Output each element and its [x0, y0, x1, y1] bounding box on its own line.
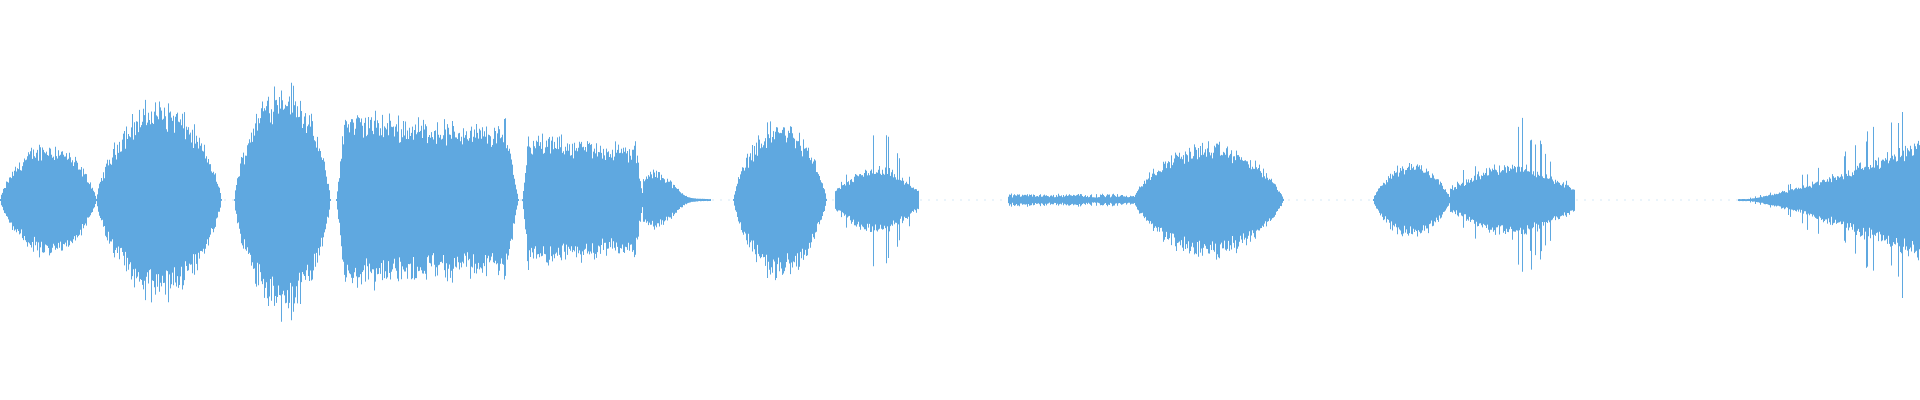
waveform-bars [0, 82, 1920, 322]
